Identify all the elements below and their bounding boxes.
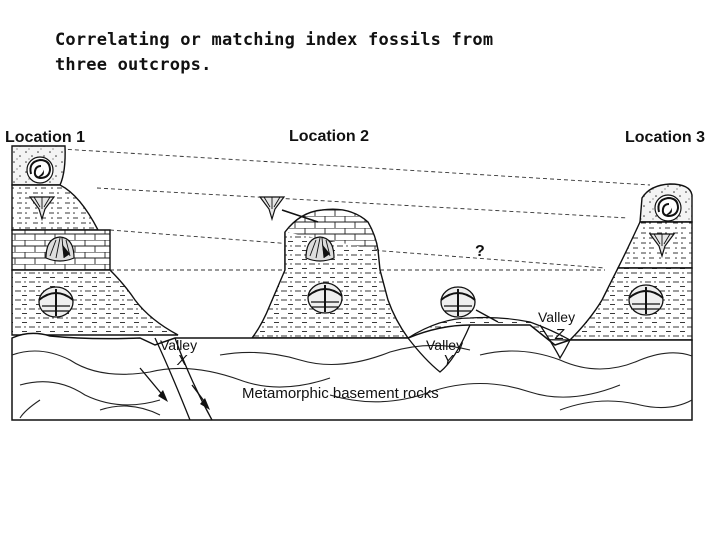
brachiopod-icon bbox=[305, 236, 335, 262]
valley-z-letter: Z bbox=[554, 326, 565, 343]
caption: Correlating or matching index fossils fr… bbox=[55, 28, 575, 78]
ammonite-icon bbox=[26, 156, 54, 184]
brachiopod-icon bbox=[45, 236, 75, 262]
valley-y-letter: Y bbox=[443, 352, 454, 369]
ammonite-icon bbox=[654, 194, 682, 222]
trilobite-pointer bbox=[475, 309, 499, 323]
trilobite-icon bbox=[628, 284, 664, 316]
caption-line-2: three outcrops. bbox=[55, 55, 212, 75]
valley-x-word: Valley bbox=[160, 337, 197, 353]
trilobite-icon bbox=[440, 286, 476, 318]
location-3-label: Location 3 bbox=[625, 129, 705, 146]
question-mark: ? bbox=[475, 243, 485, 260]
crinoid-icon bbox=[258, 196, 286, 222]
valley-y-word: Valley bbox=[426, 337, 463, 353]
crinoid-pointer bbox=[281, 209, 319, 223]
location-2-label: Location 2 bbox=[289, 128, 369, 145]
basement-label: Metamorphic basement rocks bbox=[242, 385, 439, 402]
trilobite-icon bbox=[307, 282, 343, 314]
crinoid-icon bbox=[28, 196, 56, 222]
crinoid-icon bbox=[648, 233, 676, 259]
basement-rocks bbox=[11, 324, 693, 421]
location-1-outcrop bbox=[11, 145, 179, 336]
valley-x-letter: X bbox=[176, 352, 188, 369]
location-2-outcrop bbox=[250, 208, 410, 339]
location-1-label: Location 1 bbox=[5, 129, 85, 146]
valley-z-word: Valley bbox=[538, 309, 575, 325]
caption-line-1: Correlating or matching index fossils fr… bbox=[55, 30, 494, 50]
trilobite-icon bbox=[38, 286, 74, 318]
